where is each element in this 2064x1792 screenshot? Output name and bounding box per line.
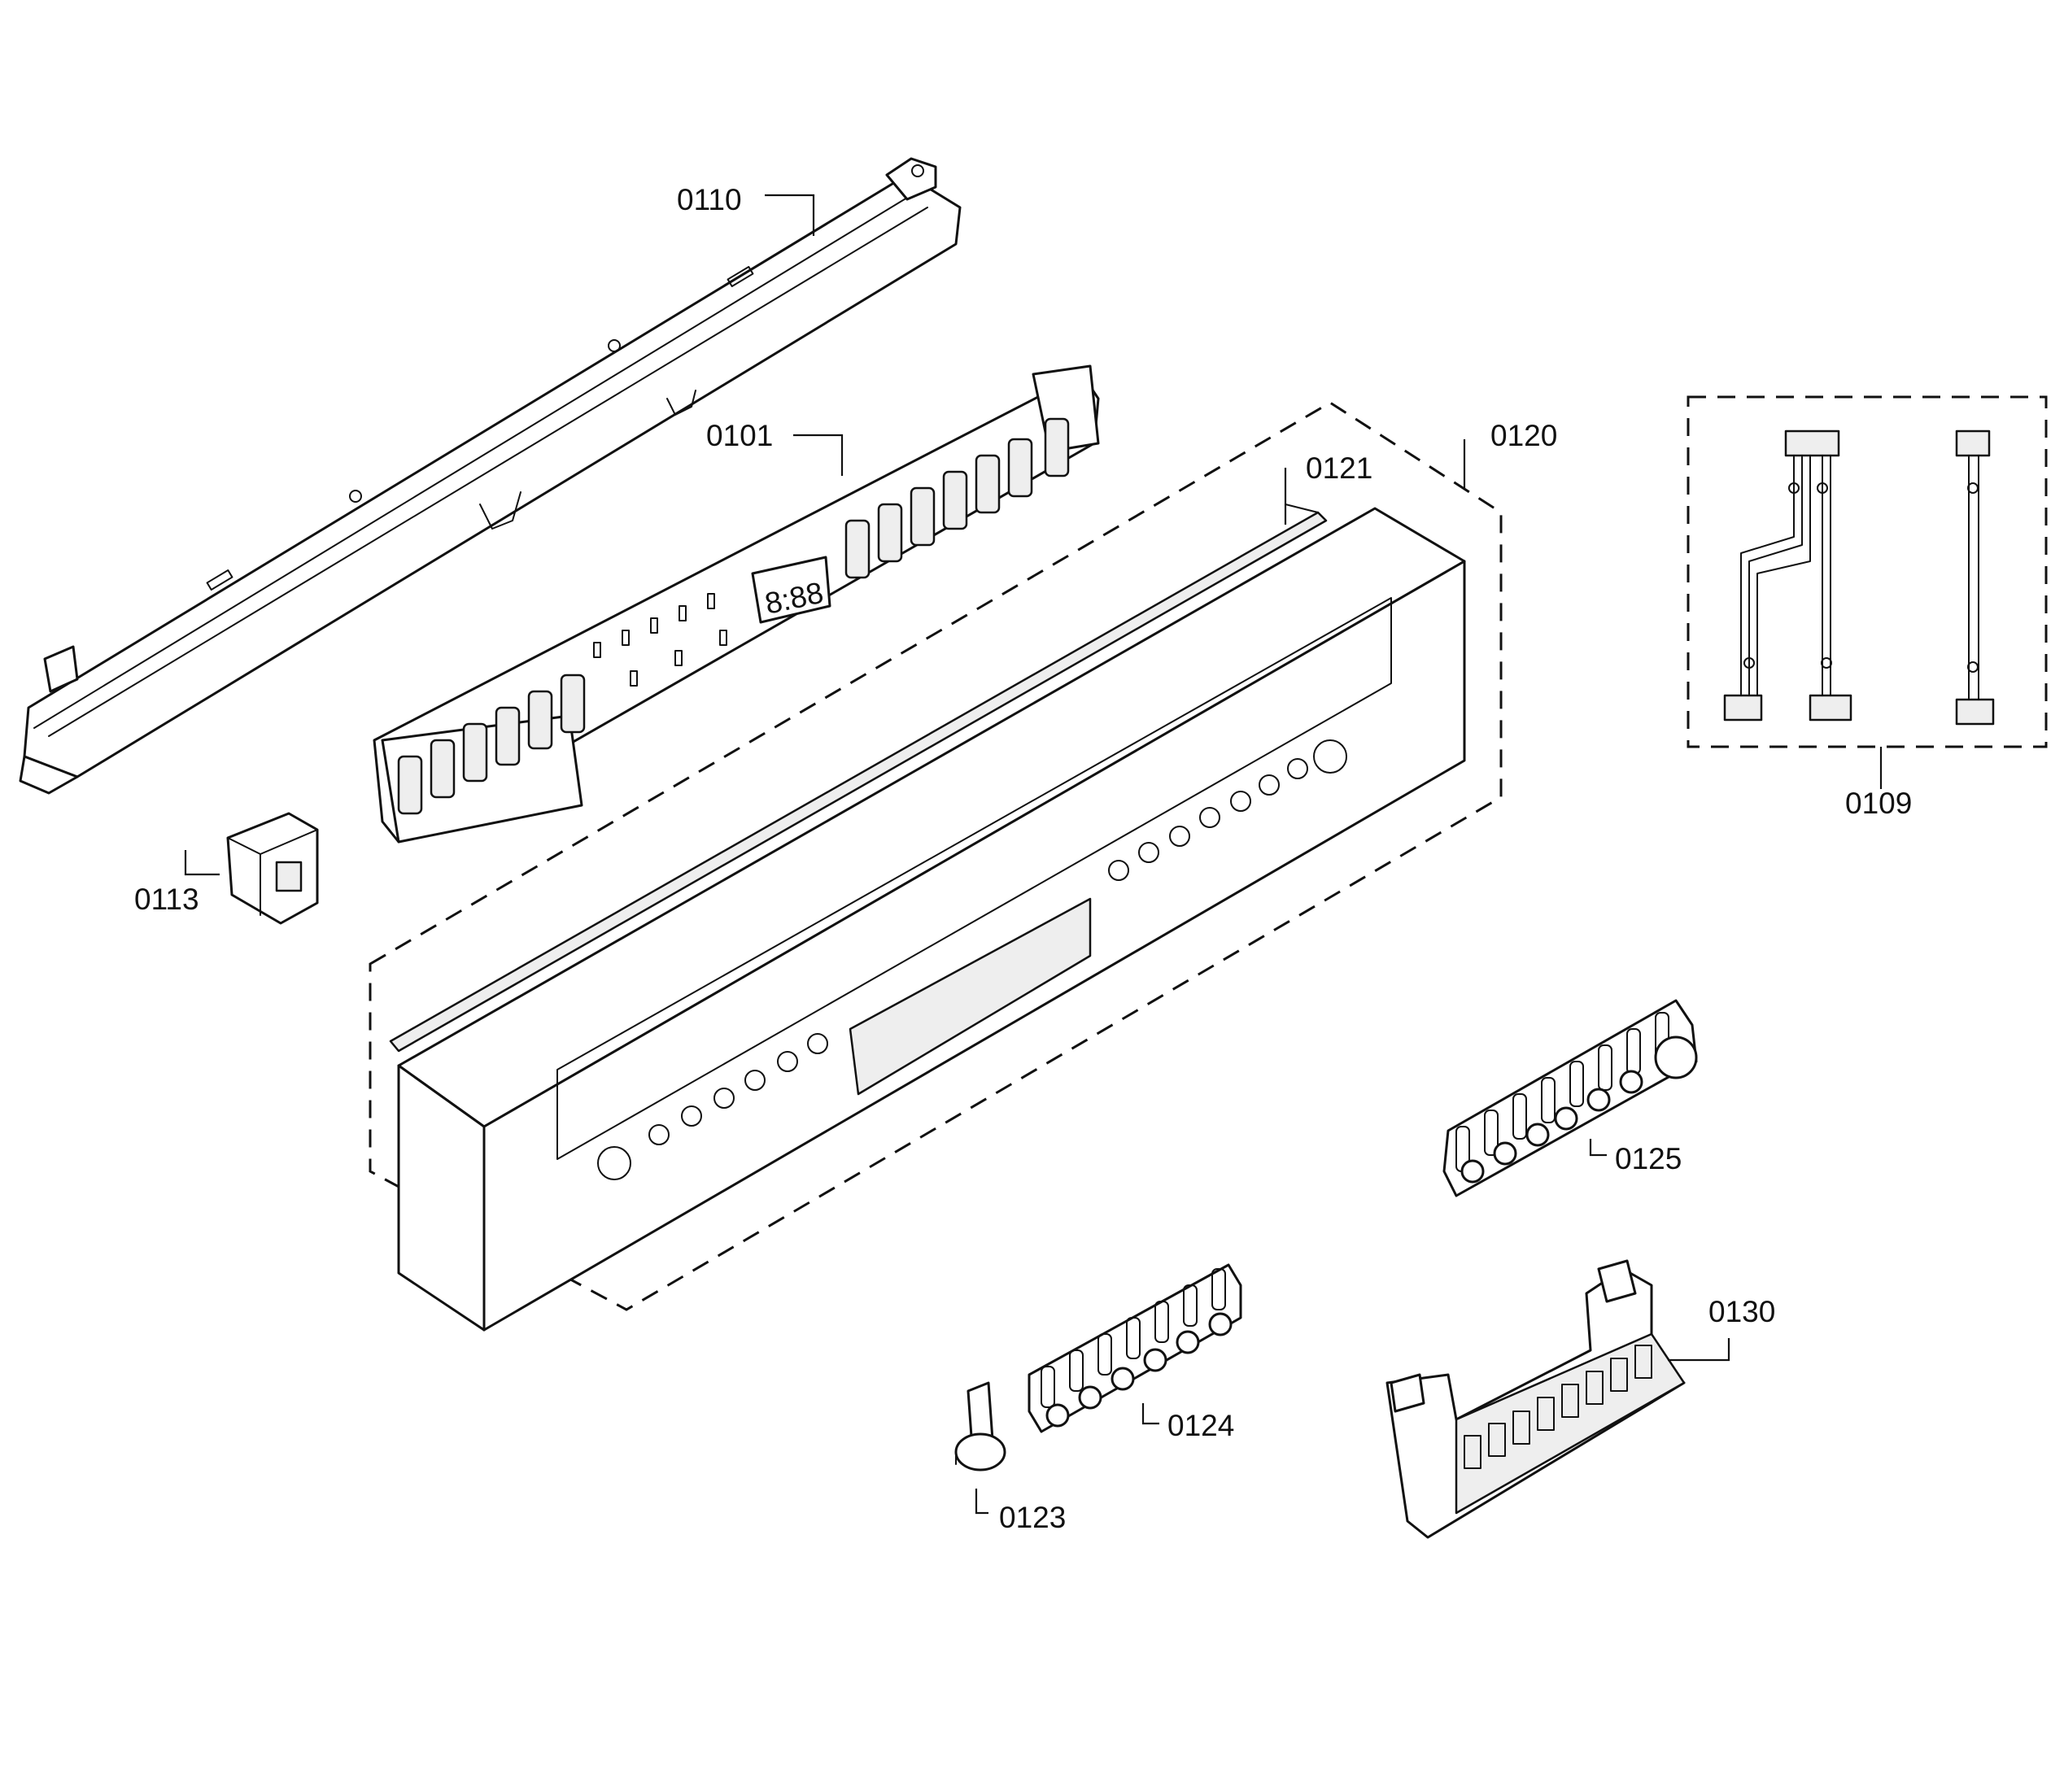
part-0110-bracket[interactable] — [19, 157, 962, 795]
part-0109-harness-group-outline — [1687, 395, 2048, 748]
part-0113-switch[interactable] — [226, 812, 319, 925]
button-holes-left — [597, 1033, 828, 1180]
part-0130-button-carrier[interactable] — [1385, 1259, 1686, 1539]
part-0120-control-panel[interactable] — [397, 507, 1466, 1332]
label-0120: 0120 — [1490, 419, 1557, 452]
part-0125-button-set[interactable] — [1442, 999, 1698, 1197]
part-0120-group-outline — [369, 401, 1503, 1311]
label-0121: 0121 — [1306, 451, 1372, 485]
label-0124: 0124 — [1167, 1409, 1234, 1442]
led-markers — [593, 593, 727, 687]
label-0123: 0123 — [999, 1501, 1066, 1534]
label-0125: 0125 — [1615, 1142, 1682, 1175]
leader-lines — [184, 194, 1883, 1515]
part-0124-button-set[interactable] — [1028, 1263, 1242, 1433]
part-0109-wire-harness[interactable] — [1723, 429, 1995, 726]
label-0113: 0113 — [134, 883, 199, 916]
connector-row-right — [844, 417, 1070, 579]
part-0123-single-button[interactable] — [954, 1381, 1006, 1472]
button-holes-right — [1108, 739, 1347, 881]
label-0110: 0110 — [677, 183, 742, 216]
connector-row-left — [397, 674, 586, 815]
label-0109: 0109 — [1845, 787, 1912, 820]
part-0101-control-module[interactable]: 8:88 — [373, 364, 1100, 844]
part-0121-seal-strip[interactable] — [389, 504, 1328, 1053]
label-0130: 0130 — [1708, 1295, 1775, 1328]
part-labels: 0110 0101 0120 0121 0109 0113 0125 0130 … — [134, 183, 1912, 1534]
label-0101: 0101 — [706, 419, 773, 452]
display-digit-window: 8:88 — [751, 556, 831, 624]
